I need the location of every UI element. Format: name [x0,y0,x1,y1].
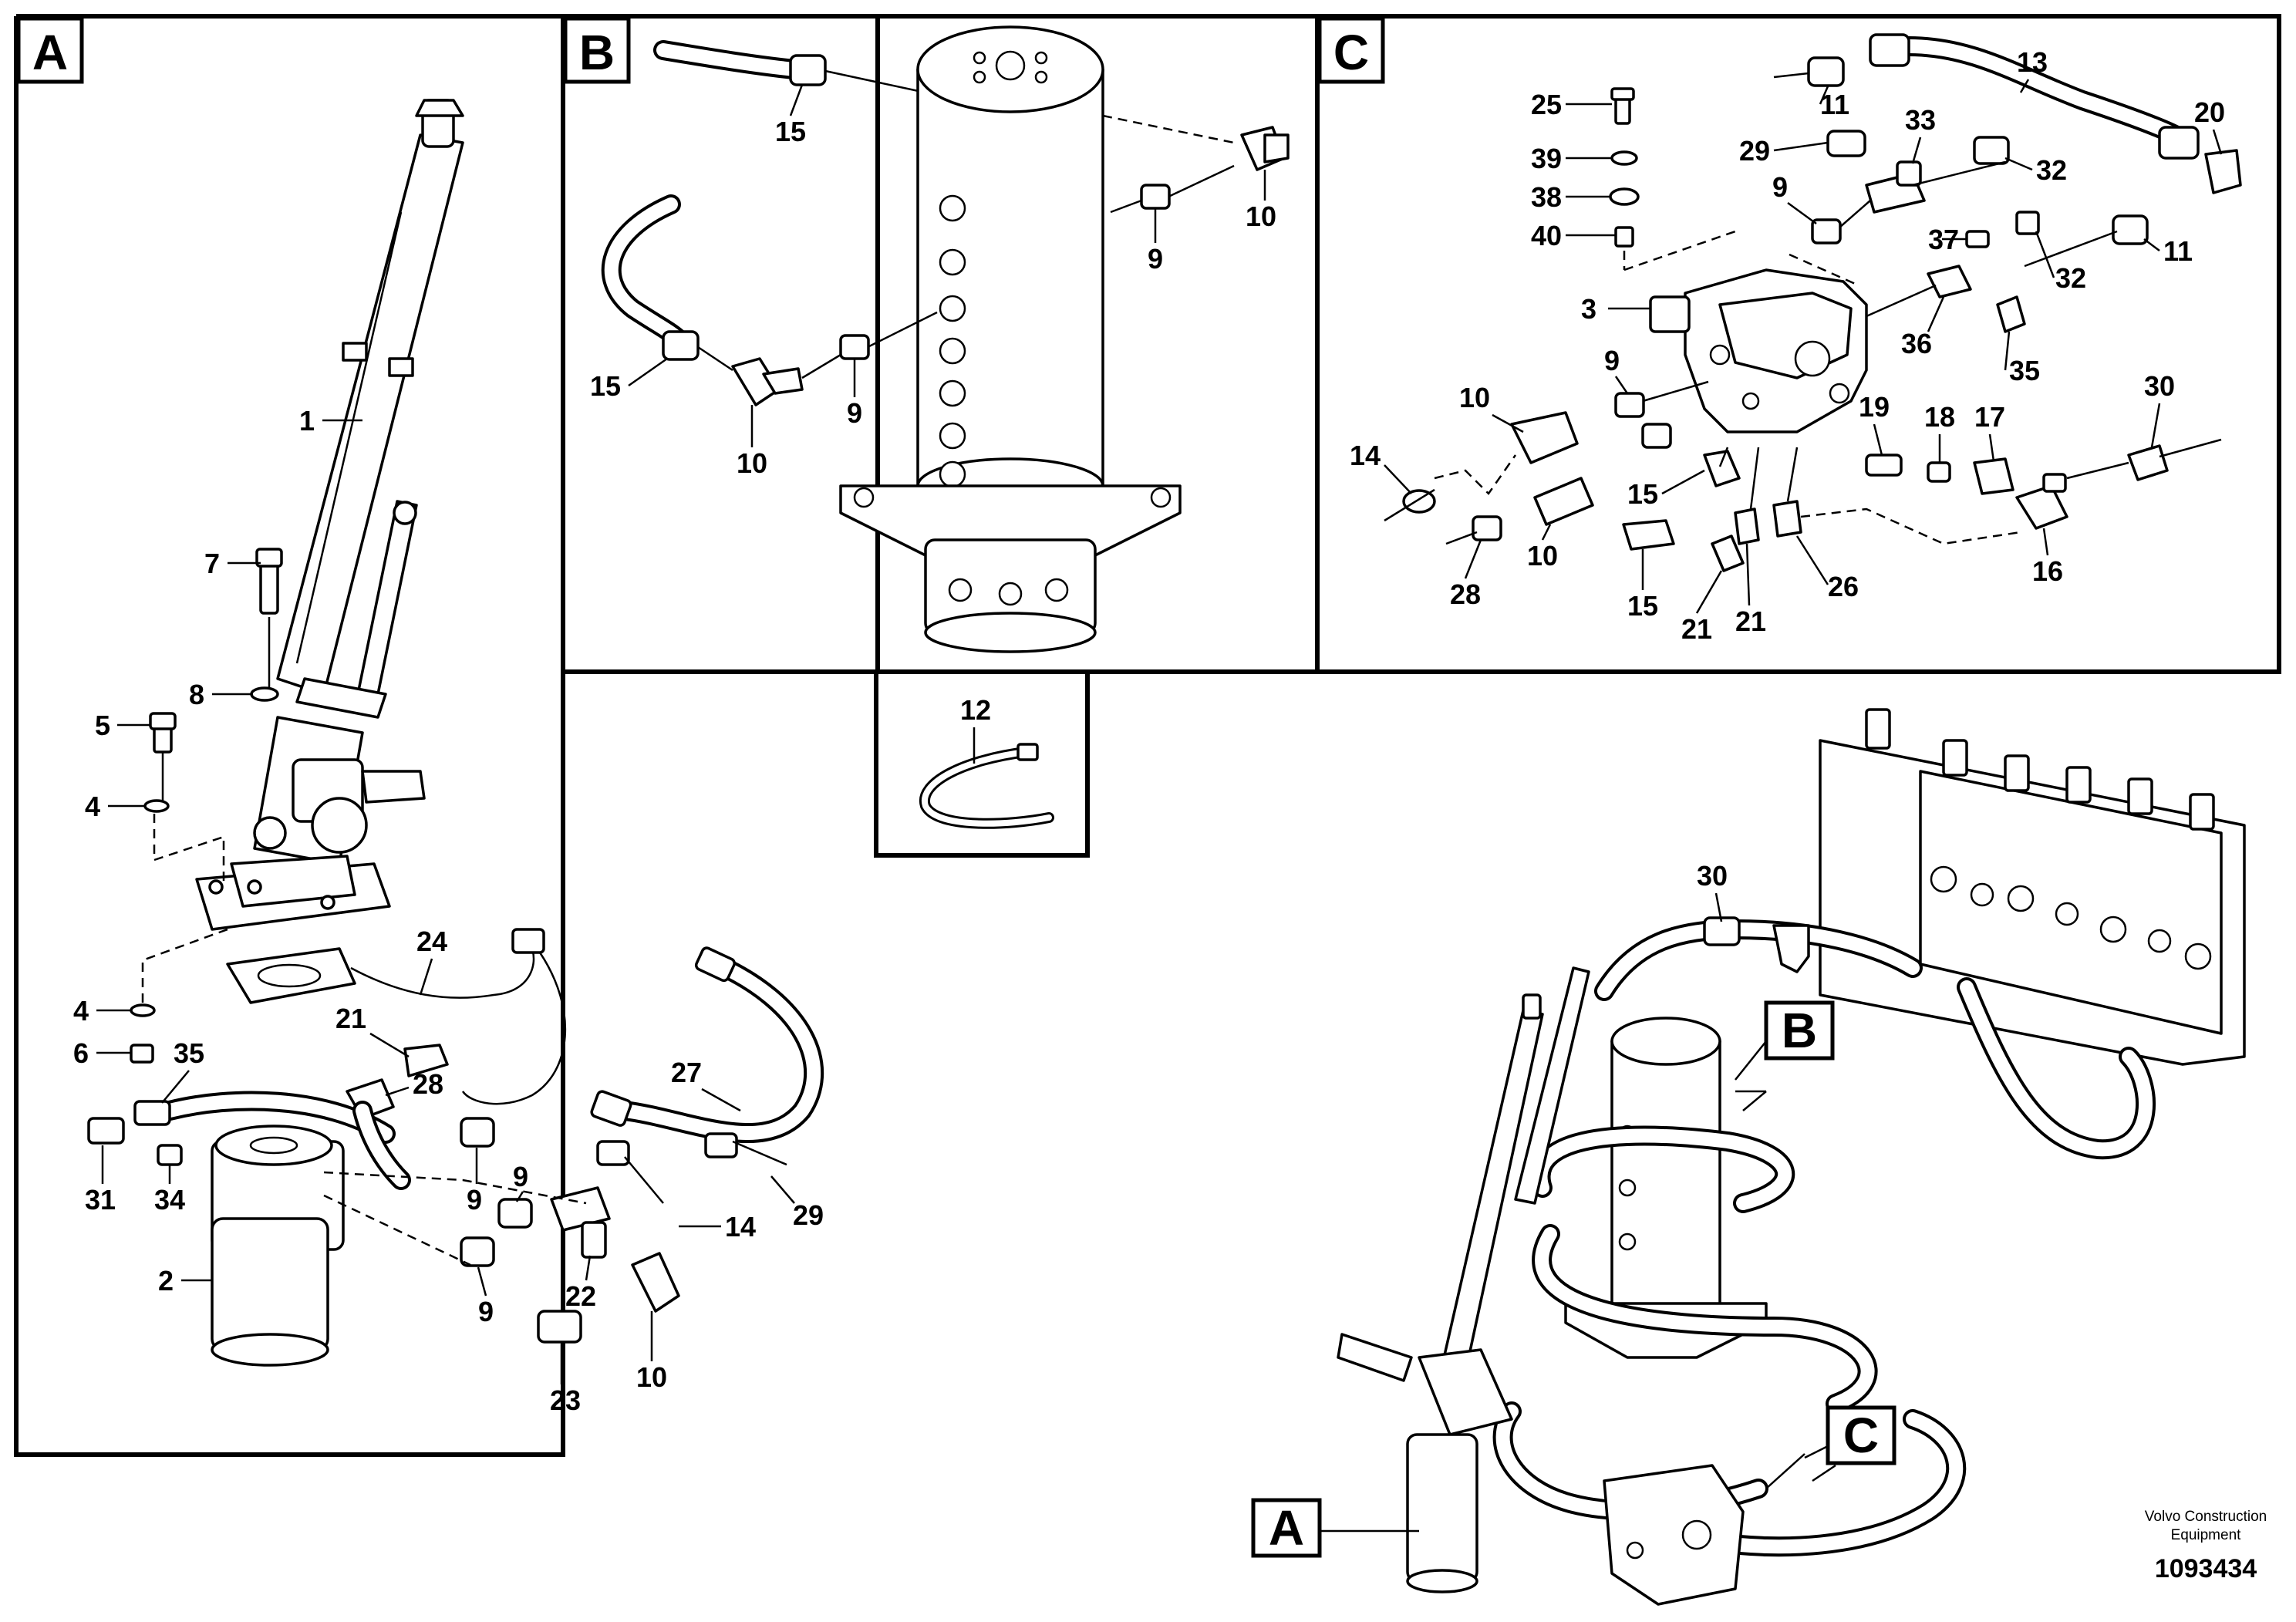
overview-marker-a: A [1251,1498,1396,1558]
callout-a-31: 31 [85,1184,116,1216]
callout-c-14: 14 [1350,440,1381,471]
callout-a-9-2: 9 [513,1161,528,1192]
callout-c-10-upper: 10 [1459,382,1490,413]
callout-c-36: 36 [1901,328,1932,359]
callout-a-29: 29 [793,1199,824,1231]
callout-c-15-upper: 15 [1627,478,1658,510]
svg-text:B: B [1782,1003,1817,1058]
footer-brand: Volvo Construction Equipment 1093434 [2145,1509,2267,1583]
callout-c-9-top: 9 [1772,171,1788,203]
svg-text:A: A [1269,1500,1304,1556]
callout-a-4-lower: 4 [73,995,89,1027]
callout-a-23: 23 [550,1384,581,1416]
callout-c-38: 38 [1531,181,1562,213]
cable-tie: 12 [919,694,1054,829]
section-label-b: B [563,16,631,84]
callout-a-10: 10 [636,1361,667,1393]
callout-c-17: 17 [1974,401,2005,433]
panel-a-drawing [87,99,824,1367]
section-label-c: C [1317,16,1385,84]
callout-b-15-top: 15 [775,116,806,147]
callout-c-18: 18 [1924,401,1955,433]
callout-tie-12: 12 [960,694,991,726]
callout-a-4: 4 [85,791,100,822]
callout-c-3: 3 [1581,293,1596,325]
svg-text:C: C [1843,1408,1879,1463]
callout-c-20: 20 [2194,96,2225,128]
panel-b-callouts: 15 10 9 15 10 9 [590,84,1276,479]
overview-marker-b: B [1735,1000,1835,1081]
callout-a-35: 35 [174,1037,204,1069]
callout-c-11-right: 11 [2163,235,2193,267]
panel-c-drawing [1384,33,2242,572]
callout-c-28: 28 [1450,578,1481,610]
callout-overview-30: 30 [1697,860,1728,892]
callout-c-32-lower: 32 [2055,262,2086,294]
callout-c-39: 39 [1531,143,1562,174]
callout-a-34: 34 [154,1184,185,1216]
callout-c-33: 33 [1905,104,1936,136]
overview-assembly: 30 [1337,708,2246,1606]
callout-b-9-right: 9 [1148,243,1163,275]
callout-c-40: 40 [1531,220,1562,251]
callout-a-28: 28 [413,1068,443,1100]
callout-c-13: 13 [2017,46,2048,78]
callout-c-15-lower: 15 [1627,590,1658,622]
callout-b-10-lower: 10 [737,447,767,479]
panel-b-drawing [601,25,1290,653]
callout-c-30: 30 [2144,370,2175,402]
document-number: 1093434 [2155,1554,2257,1583]
callout-c-19: 19 [1859,391,1890,423]
callout-b-10-right: 10 [1246,201,1276,232]
callout-a-24: 24 [416,926,447,957]
callout-c-26: 26 [1828,571,1859,602]
callout-a-27: 27 [671,1057,702,1088]
callout-c-25: 25 [1531,89,1562,120]
callout-a-14: 14 [725,1211,756,1243]
svg-text:B: B [579,25,615,80]
brand-line-1: Volvo Construction [2145,1509,2267,1525]
panel-c-callouts: 25 11 13 20 39 29 33 32 38 9 37 11 40 32… [1350,46,2225,645]
callout-a-22: 22 [565,1280,596,1312]
callout-c-35: 35 [2009,355,2040,386]
brand-line-2: Equipment [2171,1527,2242,1543]
callout-a-6: 6 [73,1037,89,1069]
svg-text:A: A [32,25,68,80]
panel-frames [14,14,2281,1457]
callout-a-5: 5 [95,710,110,741]
callout-a-2: 2 [158,1265,174,1297]
callout-a-9-1: 9 [467,1184,482,1216]
callout-a-7: 7 [204,548,220,579]
callout-a-21: 21 [335,1003,366,1034]
callout-c-10-lower: 10 [1527,540,1558,572]
callout-b-9-lower: 9 [847,397,862,429]
callout-a-8: 8 [189,679,204,710]
callout-c-9-lower: 9 [1604,345,1620,376]
callout-c-29: 29 [1739,135,1770,167]
panel-a-callouts: 1 7 8 5 4 4 6 24 21 35 28 27 31 34 9 9 9… [73,405,824,1416]
callout-c-32-top: 32 [2036,154,2067,186]
svg-text:C: C [1333,25,1369,80]
callout-c-21-1: 21 [1681,613,1712,645]
callout-a-9-3: 9 [478,1296,494,1327]
overview-marker-c: C [1804,1405,1896,1465]
callout-a-1: 1 [299,405,315,437]
callout-c-16: 16 [2032,555,2063,587]
section-label-a: A [16,16,84,84]
callout-b-15-left: 15 [590,370,621,402]
callout-c-21-2: 21 [1735,605,1766,637]
